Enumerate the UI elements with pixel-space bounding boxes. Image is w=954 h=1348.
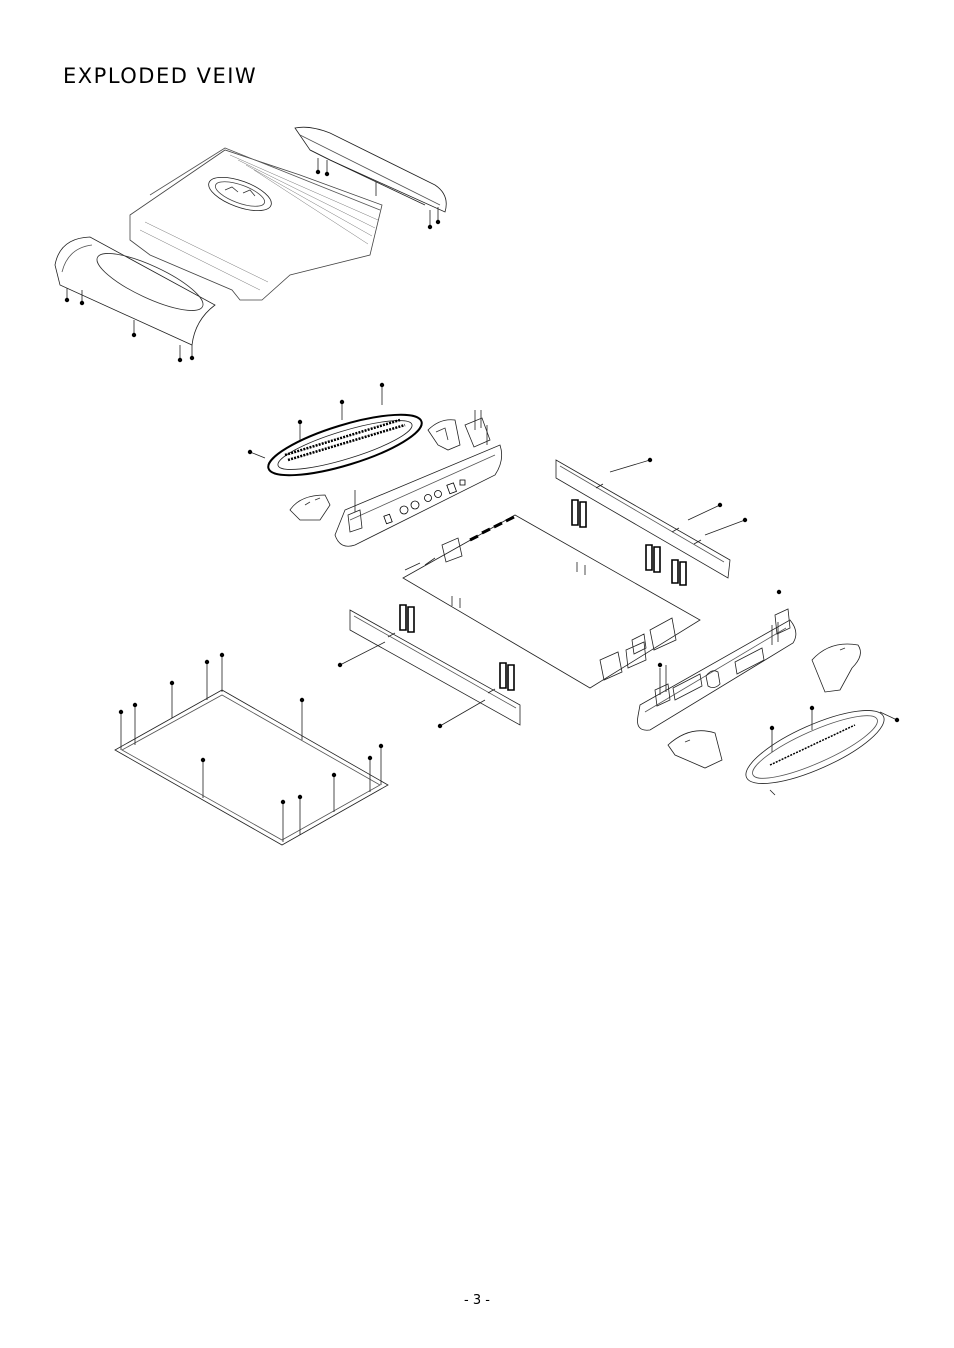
bottom-plate: [115, 653, 388, 845]
rear-bracket-bottom: [668, 731, 722, 768]
rear-bracket-top: [812, 644, 860, 692]
front-bracket-left: [290, 495, 330, 520]
main-pcb: [403, 515, 700, 688]
endcap-right-top: [295, 127, 446, 229]
page-number: - 3 -: [0, 1293, 954, 1308]
front-bezel-ring: [248, 383, 427, 488]
rear-bezel-ring: [738, 696, 899, 797]
front-bracket-right: [428, 420, 460, 450]
rear-panel-plate: [638, 590, 796, 730]
heatsink-cover: [130, 148, 382, 300]
side-rail-left: [338, 605, 520, 728]
